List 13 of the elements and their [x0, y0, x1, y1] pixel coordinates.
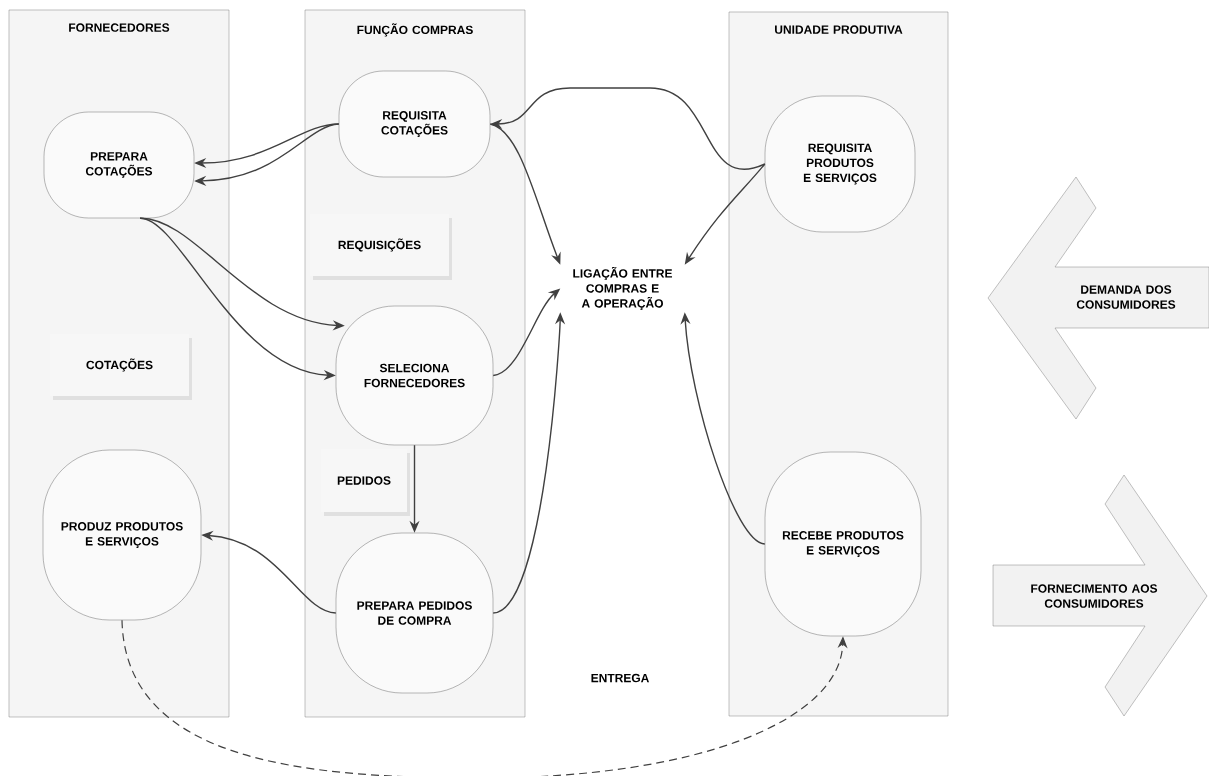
process-box: PREPARA COTAÇÕES: [43, 111, 195, 219]
data-box: COTAÇÕES: [50, 334, 192, 400]
node-label: COTAÇÕES: [86, 358, 153, 372]
process-box: REQUISITA PRODUTOS E SERVIÇOS: [764, 95, 916, 233]
data-box: PEDIDOS: [321, 449, 410, 516]
flow-label: ENTREGA: [591, 673, 649, 683]
process-box: RECEBE PRODUTOS E SERVIÇOS: [764, 451, 922, 637]
process-box: SELECIONA FORNECEDORES: [335, 305, 494, 446]
node-text: LIGAÇÃO ENTRE COMPRAS E A OPERAÇÃO: [573, 266, 673, 311]
data-box: REQUISIÇÕES: [310, 214, 452, 280]
process-box: PRODUZ PRODUTOS E SERVIÇOS: [42, 449, 202, 621]
process-box: PREPARA PEDIDOS DE COMPRA: [335, 532, 494, 694]
process-box: REQUISITA COTAÇÕES: [338, 70, 491, 178]
